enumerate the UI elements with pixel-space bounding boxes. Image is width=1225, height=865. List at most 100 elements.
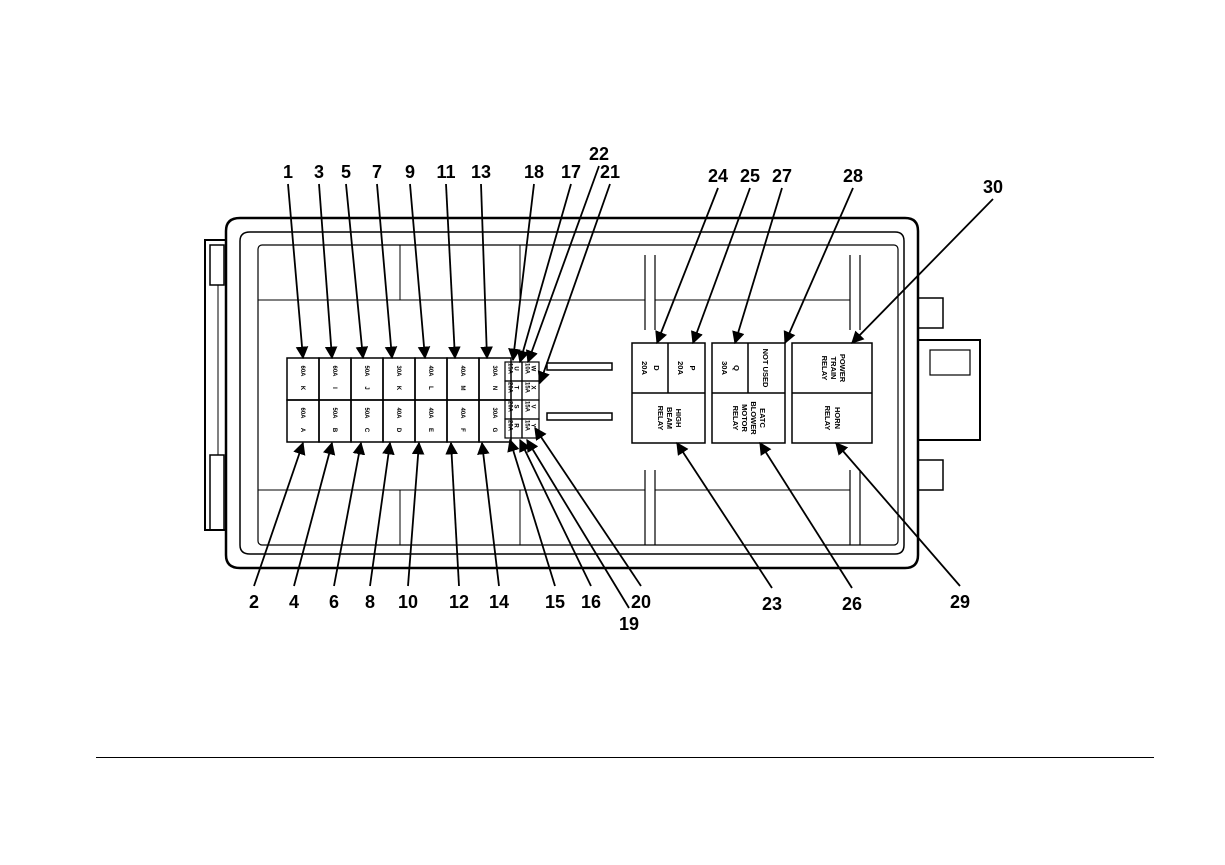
- page-rule: [96, 757, 1154, 758]
- bottom-fuse-cell: [318, 399, 352, 443]
- bottom-callout-14: 14: [489, 592, 509, 612]
- horn-relay-line1: HORN: [833, 407, 842, 429]
- top-fuse-cell: [350, 357, 384, 401]
- top-leader-line: [287, 183, 309, 360]
- bottom-leader-line: [293, 441, 336, 587]
- bottom-fuse-cell: [478, 399, 512, 443]
- bottom-callout-8: 8: [365, 592, 375, 612]
- top-leader-line: [517, 183, 572, 364]
- bottom-callout-2: 2: [249, 592, 259, 612]
- top-callout-1: 1: [283, 162, 293, 182]
- bottom-fuse-rating: 50A: [363, 407, 369, 419]
- top-callout-24: 24: [708, 166, 728, 186]
- bottom-fuse-rating: 40A: [459, 407, 465, 419]
- top-leader-line: [525, 165, 600, 364]
- top-callout-17: 17: [561, 162, 581, 182]
- bottom-leader-line: [676, 441, 773, 589]
- top-leader-line: [691, 187, 751, 345]
- callout-leader-lines: [253, 165, 994, 609]
- top-fuse-cell: [446, 357, 480, 401]
- bottom-callout-16: 16: [581, 592, 601, 612]
- top-fuse-6: 40A M: [446, 357, 480, 401]
- top-fuse-letter: I: [331, 387, 337, 389]
- top-leader-line: [783, 187, 854, 345]
- not-used-label: NOT USED: [761, 349, 770, 388]
- maxi-fuse-grid: 60AK60AI50AJ30AK40AL40AM30AN60AA50AB50AC…: [286, 357, 512, 443]
- top-leader-line: [445, 183, 461, 360]
- bottom-leader-line: [534, 426, 642, 587]
- bottom-fuse-rating: 50A: [331, 407, 337, 419]
- bottom-fuse-rating: 30A: [491, 407, 497, 419]
- mini-fuse-rating: 10A: [524, 363, 530, 375]
- top-fuse-rating: 60A: [331, 365, 337, 377]
- bottom-leader-line: [759, 441, 853, 589]
- relay-block-power-train-horn: POWER TRAIN RELAY HORN RELAY: [791, 342, 873, 444]
- top-leader-line: [409, 183, 431, 360]
- high-beam-relay-line1: HIGH: [674, 409, 683, 428]
- power-train-relay-line3: RELAY: [820, 356, 829, 381]
- fuse-p-rating: 20A: [676, 361, 685, 375]
- bottom-callout-29: 29: [950, 592, 970, 612]
- top-fuse-letter: M: [459, 386, 465, 391]
- top-fuse-rating: 40A: [427, 365, 433, 377]
- top-callout-13: 13: [471, 162, 491, 182]
- mini-fuse-rating: 20A: [507, 382, 513, 394]
- top-leader-line: [376, 183, 398, 360]
- mini-fuse-rating: 15A: [507, 363, 513, 375]
- bottom-leader-line: [369, 441, 395, 587]
- bottom-fuse-letter: A: [299, 428, 305, 433]
- mini-fuse-rating: 15A: [524, 382, 530, 394]
- bottom-callout-20: 20: [631, 592, 651, 612]
- fuse-p-letter: P: [688, 365, 697, 370]
- top-leader-line: [732, 187, 783, 345]
- eatc-relay-line3: MOTOR: [740, 404, 749, 432]
- top-callout-25: 25: [740, 166, 760, 186]
- power-train-relay-line2: TRAIN: [829, 357, 838, 380]
- bottom-fuse-cell: [350, 399, 384, 443]
- top-fuse-letter: L: [427, 386, 433, 390]
- bottom-leader-line: [407, 441, 425, 587]
- bottom-fuse-letter: G: [491, 428, 497, 433]
- top-fuse-rating: 60A: [299, 365, 305, 377]
- bottom-leader-line: [445, 441, 460, 587]
- top-callout-30: 30: [983, 177, 1003, 197]
- top-fuse-rating: 40A: [459, 365, 465, 377]
- top-callout-11: 11: [436, 162, 455, 182]
- bottom-callout-6: 6: [329, 592, 339, 612]
- bottom-callout-12: 12: [449, 592, 469, 612]
- bottom-callout-23: 23: [762, 594, 782, 614]
- relay-block-high-beam: D 20A P 20A HIGH BEAM RELAY: [631, 342, 706, 444]
- top-fuse-2: 60A I: [318, 357, 352, 401]
- top-fuse-letter: K: [395, 386, 401, 391]
- eatc-relay-line2: BLOWER: [749, 401, 758, 435]
- bottom-leader-line: [333, 441, 366, 587]
- top-callout-3: 3: [314, 162, 324, 182]
- bottom-fuse-letter: B: [331, 428, 337, 433]
- mini-fuse-rating: 15A: [524, 401, 530, 413]
- bottom-fuse-rating: 40A: [395, 407, 401, 419]
- bottom-fuse-rating: 60A: [299, 407, 305, 419]
- top-leader-line: [508, 183, 535, 362]
- top-callout-18: 18: [524, 162, 544, 182]
- top-callout-9: 9: [405, 162, 415, 182]
- fuse-q-letter: Q: [732, 365, 741, 371]
- bottom-fuse-cell: [382, 399, 416, 443]
- bottom-callout-19: 19: [619, 614, 639, 634]
- mini-fuse-letter: X: [530, 385, 536, 389]
- horn-relay-line2: RELAY: [823, 406, 832, 431]
- top-fuse-cell: [414, 357, 448, 401]
- bottom-fuse-rating: 40A: [427, 407, 433, 419]
- top-leader-line: [345, 183, 369, 360]
- top-fuse-cell: [478, 357, 512, 401]
- relay-block-eatc-blower: Q 30A NOT USED EATC BLOWER MOTOR RELAY: [711, 342, 786, 444]
- bottom-fuse-1: 60A A: [286, 399, 320, 443]
